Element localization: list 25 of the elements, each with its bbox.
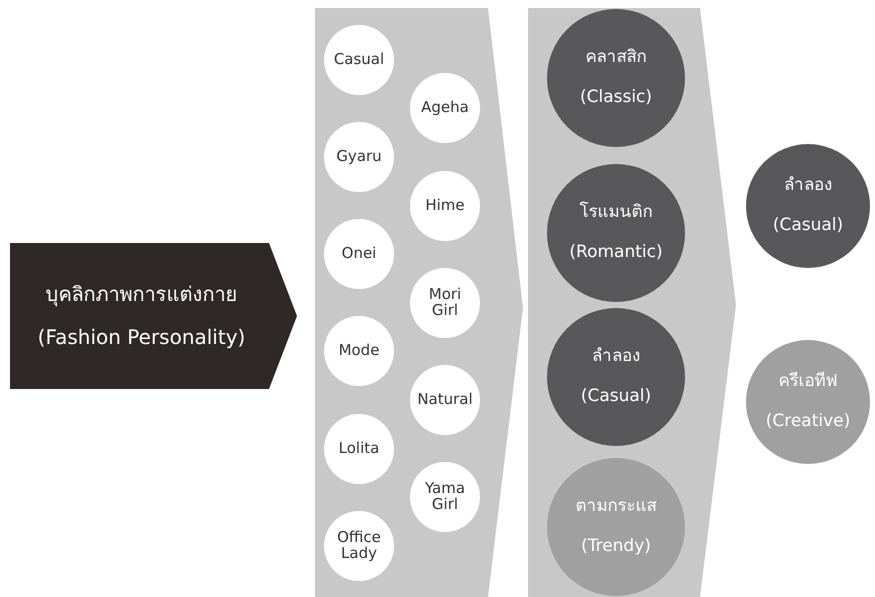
style-label: Gyaru (336, 149, 382, 165)
style-label: Lolita (338, 441, 380, 457)
style-label: Natural (417, 392, 473, 408)
heading-text: คลาสสิก (586, 49, 646, 67)
heading-text: ลำลอง (784, 177, 832, 195)
subtitle-text: (Fashion Personality) (38, 327, 246, 348)
heading-text: โรแมนติก (580, 204, 652, 222)
subtitle-text: (Classic) (580, 89, 652, 107)
style-label: Yama Girl (424, 481, 466, 513)
subtitle-text: (Creative) (766, 413, 850, 431)
subtitle-text: (Trendy) (581, 538, 651, 556)
style-label: Hime (425, 198, 465, 214)
style-label: Ageha (421, 100, 469, 116)
heading-text: ลำลอง (592, 348, 640, 366)
style-label: Mode (338, 343, 380, 359)
heading-text: ตามกระแส (576, 498, 656, 516)
style-label: Casual (334, 52, 384, 68)
heading-text: บุคลิกภาพการแต่งกาย (46, 284, 238, 305)
subtitle-text: (Romantic) (569, 244, 663, 262)
subtitle-text: (Casual) (772, 217, 844, 235)
style-label: Mori Girl (428, 287, 462, 319)
heading-text: ครีเอทีฟ (778, 373, 838, 391)
subtitle-text: (Casual) (580, 388, 652, 406)
style-label: Onei (342, 246, 376, 262)
style-label: Office Lady (336, 530, 382, 562)
